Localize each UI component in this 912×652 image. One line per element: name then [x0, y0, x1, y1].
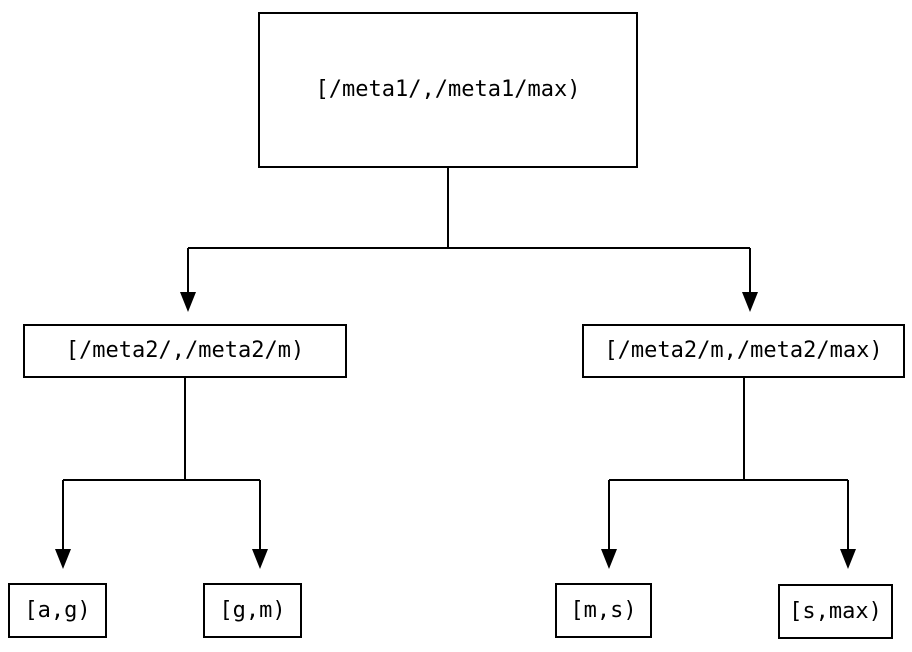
edge-lines-group: [62, 168, 849, 549]
node-leaf-ms-label: [m,s): [570, 597, 637, 623]
arrowhead-to-leaf-ag-icon: [55, 549, 71, 569]
node-leaf-smax-label: [s,max): [789, 598, 882, 624]
arrowhead-to-right-child-icon: [742, 292, 758, 312]
arrowheads-group: [55, 292, 856, 569]
node-right-child: [/meta2/m,/meta2/max): [582, 324, 905, 378]
node-left-child: [/meta2/,/meta2/m): [23, 324, 347, 378]
node-root: [/meta1/,/meta1/max): [258, 12, 638, 168]
node-leaf-gm: [g,m): [203, 583, 302, 638]
node-left-child-label: [/meta2/,/meta2/m): [65, 338, 305, 363]
node-leaf-smax: [s,max): [778, 584, 893, 639]
node-leaf-gm-label: [g,m): [219, 597, 286, 623]
node-leaf-ag-label: [a,g): [24, 597, 91, 623]
node-leaf-ag: [a,g): [8, 583, 107, 638]
arrowhead-to-leaf-smax-icon: [840, 549, 856, 569]
node-leaf-ms: [m,s): [555, 583, 652, 638]
arrowhead-to-leaf-gm-icon: [252, 549, 268, 569]
node-root-label: [/meta1/,/meta1/max): [315, 77, 581, 102]
arrowhead-to-leaf-ms-icon: [601, 549, 617, 569]
node-right-child-label: [/meta2/m,/meta2/max): [604, 338, 883, 363]
arrowhead-to-left-child-icon: [180, 292, 196, 312]
